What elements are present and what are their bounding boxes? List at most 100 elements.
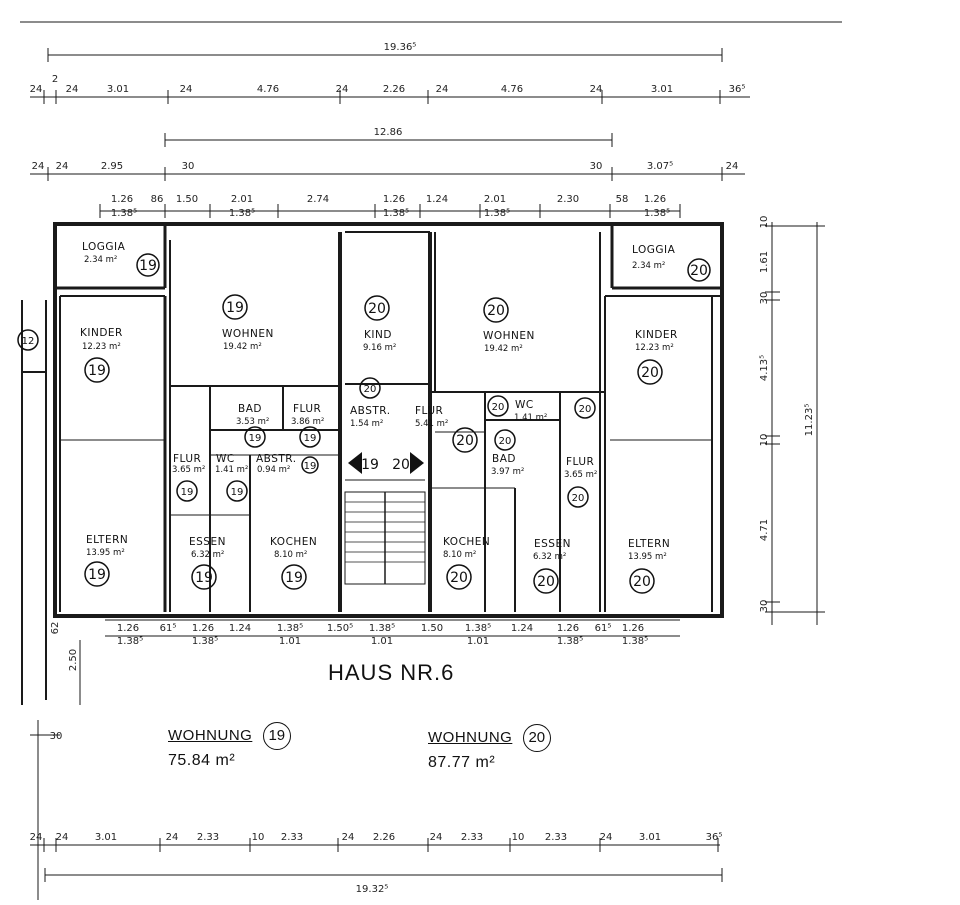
unit-area-unit: m² xyxy=(475,754,496,771)
dimension-label: 2.30 xyxy=(557,194,579,205)
unit-summary-20: WOHNUNG 20 87.77 m² xyxy=(428,724,551,772)
room-name: BAD xyxy=(492,453,516,465)
dimension-label: 2.26 xyxy=(383,84,405,95)
room-name: FLUR xyxy=(173,453,201,465)
dimension-label: 24 xyxy=(56,161,69,172)
dimension-label: 30 xyxy=(759,292,770,305)
unit-number: 19 xyxy=(262,722,291,750)
dimension-label: 58 xyxy=(616,194,629,205)
dimension-label: 1.38⁵ xyxy=(369,623,395,634)
dimension-label: 1.26 xyxy=(383,194,405,205)
dimension-label: 2.01 xyxy=(484,194,506,205)
dimension-label: 24 xyxy=(66,84,79,95)
unit-marker-20: 20 xyxy=(368,301,386,317)
room-area: 3.53 m² xyxy=(236,417,269,427)
dimension-label: 1.38⁵ xyxy=(465,623,491,634)
dimension-label: 3.01 xyxy=(639,832,661,843)
dimension-label: 10 xyxy=(759,216,770,229)
room-area: 2.34 m² xyxy=(632,261,665,271)
dimension-label: 4.76 xyxy=(257,84,279,95)
room-name: KIND xyxy=(364,329,392,341)
unit-marker-20: 20 xyxy=(487,303,505,319)
unit-marker-19: 19 xyxy=(231,487,244,498)
dimension-label: 2.33 xyxy=(281,832,303,843)
room-name: KINDER xyxy=(80,327,123,339)
dimension-label: 2.50 xyxy=(68,649,79,671)
dimension-label: 1.38⁵ xyxy=(277,623,303,634)
unit-summary-19: WOHNUNG 19 75.84 m² xyxy=(168,722,291,770)
unit-marker-19: 19 xyxy=(139,258,157,274)
dimension-label: 24 xyxy=(180,84,193,95)
room-area: 6.32 m² xyxy=(533,552,566,562)
dimension-label: 1.61 xyxy=(759,251,770,273)
room-area: 3.86 m² xyxy=(291,417,324,427)
room-name: WC xyxy=(216,453,235,465)
dimension-label: 62 xyxy=(50,622,61,635)
unit-marker-19: 19 xyxy=(88,567,106,583)
room-name: LOGGIA xyxy=(632,244,676,256)
room-name: ELTERN xyxy=(86,534,128,546)
dimension-label: 1.50 xyxy=(176,194,198,205)
room-area: 13.95 m² xyxy=(86,548,125,558)
dimension-label: 1.24 xyxy=(229,623,251,634)
room-area: 8.10 m² xyxy=(443,550,476,560)
dimension-label: 3.01 xyxy=(95,832,117,843)
dimension-label: 24 xyxy=(166,832,179,843)
room-name: KOCHEN xyxy=(443,536,490,548)
unit-marker-19: 19 xyxy=(249,433,262,444)
dimension-label: 1.50⁵ xyxy=(327,623,353,634)
dimension-label: 1.26 xyxy=(192,623,214,634)
dimension-label: 24 xyxy=(32,161,45,172)
unit-label: WOHNUNG xyxy=(428,729,513,747)
dimension-label: 1.38⁵ xyxy=(192,636,218,647)
dimension-label: 61⁵ xyxy=(595,623,612,634)
dimension-label: 2 xyxy=(52,74,58,85)
dimension-label: 30 xyxy=(590,161,603,172)
dimension-label: 1.26 xyxy=(644,194,666,205)
dimension-label: 3.01 xyxy=(651,84,673,95)
dimension-label: 10 xyxy=(759,434,770,447)
room-name: ELTERN xyxy=(628,538,670,550)
room-area: 8.10 m² xyxy=(274,550,307,560)
dimension-overall-top: 19.36⁵ xyxy=(384,42,417,53)
dimension-label: 1.26 xyxy=(117,623,139,634)
dimension-label: 12.86 xyxy=(374,127,403,138)
room-area: 0.94 m² xyxy=(257,465,290,475)
dimension-label: 4.76 xyxy=(501,84,523,95)
dimension-label: 1.38⁵ xyxy=(111,208,137,219)
unit-marker-19: 19 xyxy=(304,433,317,444)
dimension-label: 24 xyxy=(600,832,613,843)
room-area: 3.65 m² xyxy=(564,470,597,480)
unit-marker-20: 20 xyxy=(641,365,659,381)
dimension-label: 1.38⁵ xyxy=(622,636,648,647)
dimension-overall-bottom: 19.32⁵ xyxy=(356,884,389,895)
room-name: ABSTR. xyxy=(256,453,297,465)
dimension-label: 36⁵ xyxy=(729,84,746,95)
dimension-label: 24 xyxy=(726,161,739,172)
stair-label-right: 20 xyxy=(392,457,410,473)
unit-marker-19: 19 xyxy=(181,487,194,498)
dimension-label: 1.50 xyxy=(421,623,443,634)
unit-marker-20: 20 xyxy=(456,433,474,449)
dimension-overall-right: 11.23⁵ xyxy=(804,404,815,437)
room-name: LOGGIA xyxy=(82,241,126,253)
dimension-label: 1.38⁵ xyxy=(644,208,670,219)
dimension-label: 2.01 xyxy=(231,194,253,205)
dimension-label: 1.24 xyxy=(426,194,448,205)
room-name: ESSEN xyxy=(534,538,571,550)
dimension-label: 1.38⁵ xyxy=(484,208,510,219)
dimension-label: 3.07⁵ xyxy=(647,161,673,172)
room-area: 13.95 m² xyxy=(628,552,667,562)
room-area: 9.16 m² xyxy=(363,343,396,353)
dimension-label: 24 xyxy=(56,832,69,843)
dimension-label: 10 xyxy=(512,832,525,843)
dimension-label: 1.38⁵ xyxy=(229,208,255,219)
room-name: FLUR xyxy=(415,405,443,417)
dimension-label: 1.26 xyxy=(111,194,133,205)
room-name: FLUR xyxy=(566,456,594,468)
unit-marker-19: 19 xyxy=(88,363,106,379)
room-area: 3.97 m² xyxy=(491,467,524,477)
dimension-label: 1.26 xyxy=(557,623,579,634)
room-area: 3.65 m² xyxy=(172,465,205,475)
dimension-label: 30 xyxy=(182,161,195,172)
